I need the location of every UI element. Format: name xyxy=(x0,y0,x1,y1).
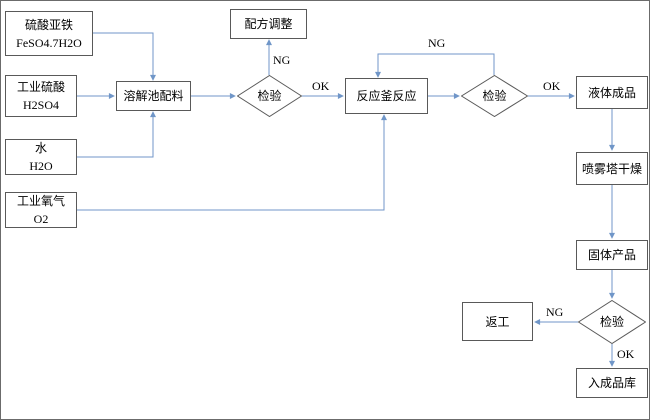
edge-label-inspection2-ng: NG xyxy=(428,36,446,50)
node-sulfuric-acid: 工业硫酸 H2SO4 xyxy=(5,75,77,117)
node-water-name: 水 xyxy=(34,141,47,155)
edge-ferrous-to-dissolving xyxy=(93,32,156,81)
diamond-shape xyxy=(578,300,646,344)
node-solid-product-label: 固体产品 xyxy=(587,248,636,262)
node-ferrous-sulfate: 硫酸亚铁 FeSO4.7H2O xyxy=(5,11,93,56)
edge-label-inspection2-ok: OK xyxy=(543,79,561,93)
node-spray-tower-drying: 喷雾塔干燥 xyxy=(576,152,648,185)
edges-group xyxy=(77,32,615,367)
node-dissolving-pool-label: 溶解池配料 xyxy=(123,89,184,103)
node-ferrous-sulfate-formula: FeSO4.7H2O xyxy=(16,35,82,50)
edge-label-inspection1-ok: OK xyxy=(312,79,330,93)
node-oxygen: 工业氧气 O2 xyxy=(5,192,77,228)
node-sulfuric-acid-name: 工业硫酸 xyxy=(16,80,65,94)
edge-oxygen-to-reaction xyxy=(77,114,387,211)
node-oxygen-formula: O2 xyxy=(33,212,49,226)
edge-label-inspection1-ng: NG xyxy=(273,53,291,67)
node-formula-adjustment: 配方调整 xyxy=(230,9,307,39)
node-spray-tower-drying-label: 喷雾塔干燥 xyxy=(581,161,642,176)
node-inspection-2: 检验 xyxy=(461,75,528,117)
node-inspection-3: 检验 xyxy=(578,300,646,344)
node-water-formula: H2O xyxy=(29,159,53,173)
node-dissolving-pool: 溶解池配料 xyxy=(116,81,191,111)
edge-label-inspection3-ng: NG xyxy=(546,305,564,319)
diamond-shape xyxy=(237,75,302,117)
node-reaction-kettle-label: 反应釜反应 xyxy=(356,89,417,103)
edge-label-inspection3-ok: OK xyxy=(617,347,635,361)
node-inspection-1: 检验 xyxy=(237,75,302,117)
node-liquid-product: 液体成品 xyxy=(576,76,648,109)
node-rework-label: 返工 xyxy=(485,314,510,329)
node-inspection-2-label: 检验 xyxy=(482,89,507,103)
diamond-shape xyxy=(461,75,528,117)
node-inspection-3-label: 检验 xyxy=(599,315,624,329)
node-rework: 返工 xyxy=(462,302,533,341)
node-oxygen-name: 工业氧气 xyxy=(16,194,65,208)
node-reaction-kettle: 反应釜反应 xyxy=(345,78,428,114)
node-inspection-1-label: 检验 xyxy=(257,89,282,103)
node-finished-goods-warehouse: 入成品库 xyxy=(576,368,648,398)
node-finished-goods-warehouse-label: 入成品库 xyxy=(587,376,636,390)
node-liquid-product-label: 液体成品 xyxy=(587,85,636,100)
node-water: 水 H2O xyxy=(5,139,77,175)
node-ferrous-sulfate-name: 硫酸亚铁 xyxy=(24,17,73,32)
node-solid-product: 固体产品 xyxy=(576,240,648,270)
edge-inspection2-ng-loop-to-reaction xyxy=(375,53,495,78)
edge-water-to-dissolving xyxy=(77,111,156,158)
node-sulfuric-acid-formula: H2SO4 xyxy=(22,98,59,112)
node-formula-adjustment-label: 配方调整 xyxy=(244,17,293,31)
